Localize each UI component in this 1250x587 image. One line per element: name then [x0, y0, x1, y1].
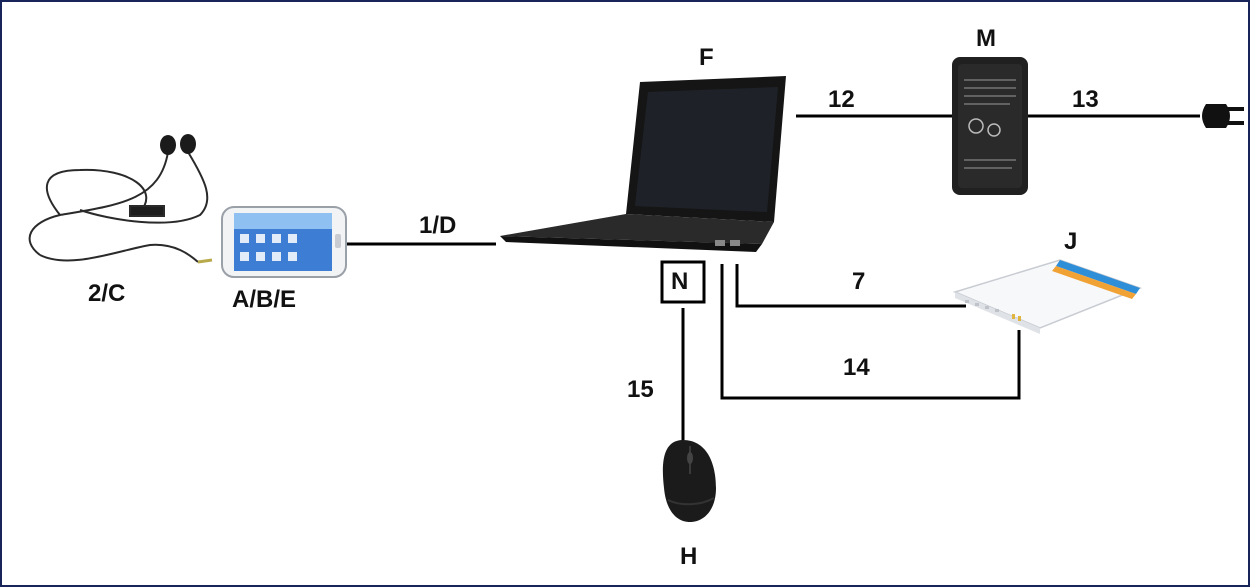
- label-cable-13: 13: [1072, 86, 1099, 113]
- label-cable-15: 15: [627, 376, 654, 403]
- cable-7-line: [735, 264, 966, 308]
- label-mouse-h: H: [680, 543, 698, 570]
- label-laptop-f: F: [699, 44, 714, 71]
- laptop-icon: [500, 76, 786, 252]
- port-n-box: [660, 260, 706, 304]
- label-port-n: N: [671, 268, 689, 295]
- power-plug-icon: [1202, 104, 1244, 128]
- label-adapter-m: M: [976, 25, 996, 52]
- label-phone-abe: A/B/E: [232, 286, 297, 313]
- label-cable-7: 7: [852, 268, 866, 295]
- label-router-j: J: [1064, 228, 1078, 255]
- power-adapter-icon: [952, 57, 1028, 195]
- smartphone-icon: [221, 206, 347, 278]
- earphones-icon: [28, 134, 213, 264]
- router-icon: [952, 259, 1143, 334]
- mouse-icon: [662, 440, 716, 522]
- cable-14-line: [720, 264, 1021, 400]
- label-headset-2c: 2/C: [88, 280, 126, 307]
- label-cable-12: 12: [828, 86, 855, 113]
- label-cable-1d: 1/D: [419, 212, 457, 239]
- label-cable-14: 14: [843, 354, 870, 381]
